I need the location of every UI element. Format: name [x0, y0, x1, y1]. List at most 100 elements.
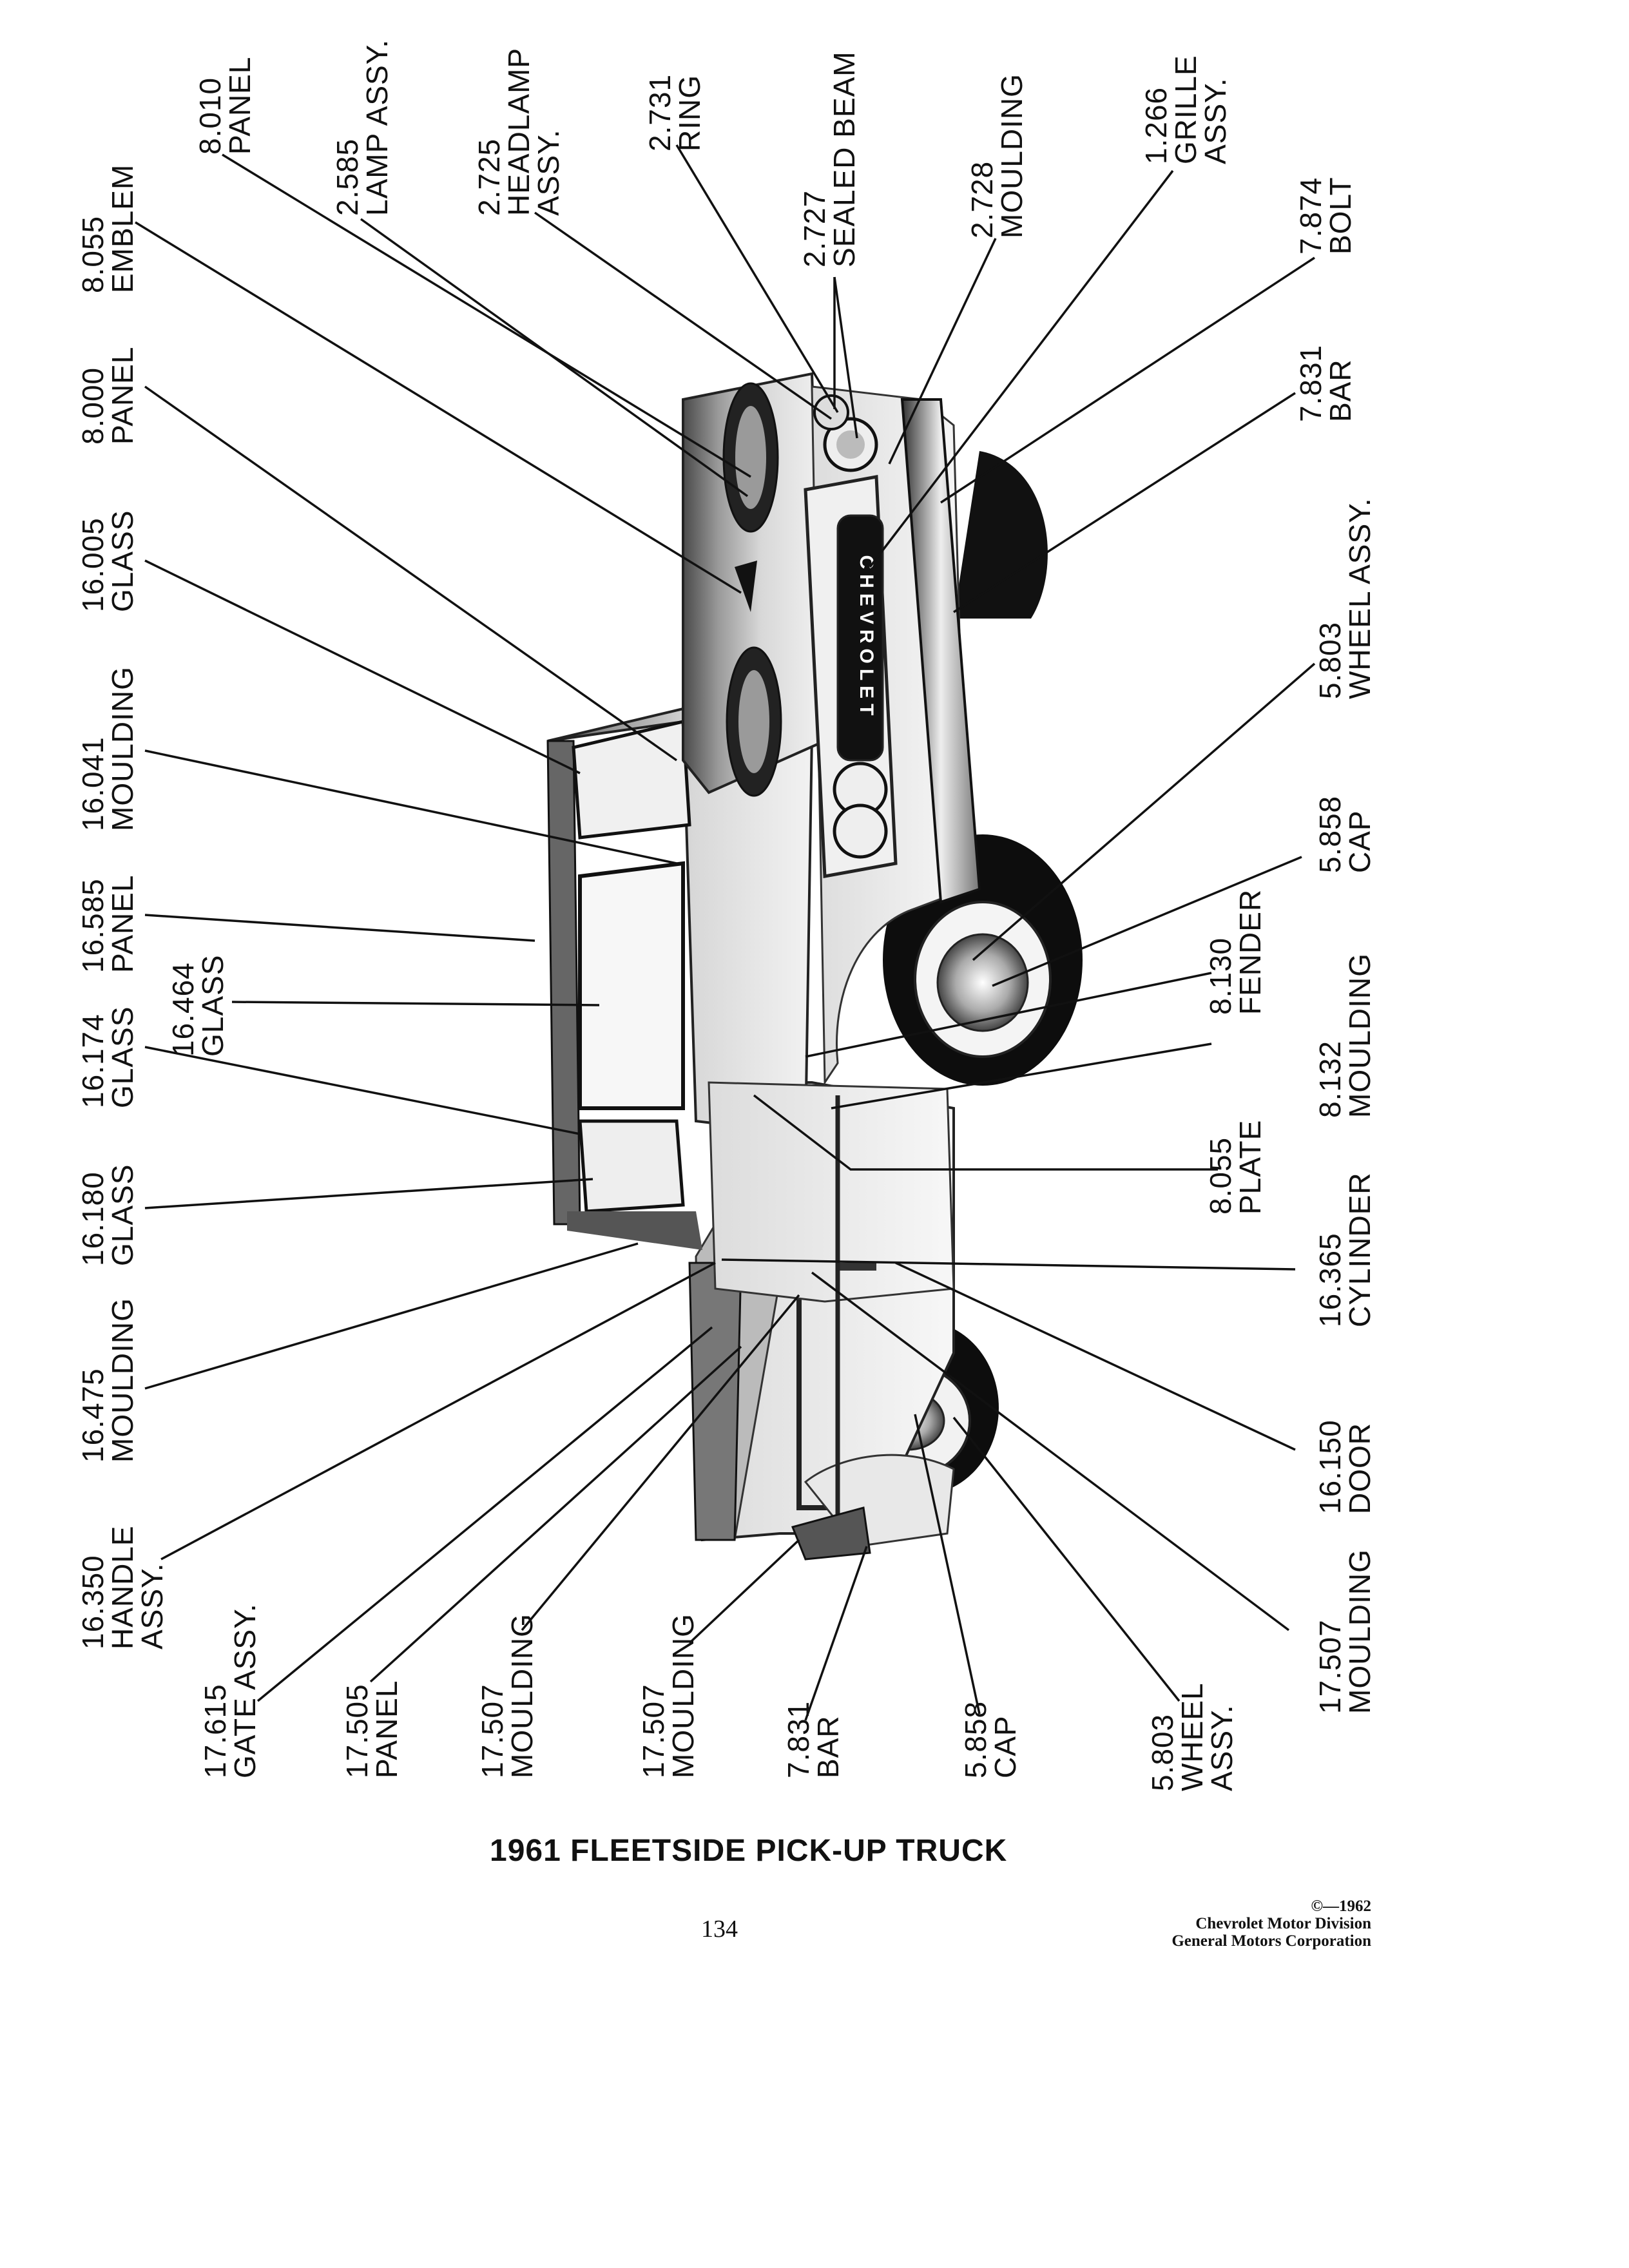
callout-number: 16.150 [1313, 1419, 1347, 1514]
copyright-corporation: General Motors Corporation [1171, 1932, 1371, 1950]
callout-number: 17.615 [198, 1684, 232, 1778]
callout-name: RING [673, 75, 706, 151]
callout-number: 8.000 [76, 367, 110, 445]
page-title: 1961 FLEETSIDE PICK-UP TRUCK [490, 1834, 1008, 1868]
leader-8-000 [144, 385, 678, 762]
callout-number: 16.475 [76, 1368, 110, 1463]
callout-7-831-top: 7.831 BAR [1294, 345, 1357, 422]
leader-8-010 [222, 153, 751, 478]
leader-8-132 [831, 1043, 1212, 1110]
callout-16-005: 16.005 GLASS [76, 510, 139, 612]
callout-number: 17.505 [340, 1684, 374, 1778]
callout-name: PANEL [370, 1680, 403, 1778]
callout-name: GLASS [106, 510, 139, 612]
leader-16-150 [895, 1262, 1296, 1451]
callout-number: 8.130 [1204, 937, 1237, 1015]
grille-lettering: CHEVROLET [856, 555, 877, 720]
callout-number: 7.874 [1294, 177, 1327, 255]
callout-17-615: 17.615 GATE ASSY. [198, 1603, 262, 1778]
callout-name: MOULDING [106, 1298, 139, 1463]
callout-name: CAP [1343, 810, 1376, 873]
callout-5-803-bottom: 5.803 WHEEL ASSY. [1146, 1682, 1239, 1791]
callout-name: PLATE [1233, 1120, 1267, 1215]
cab-roof [546, 740, 581, 1225]
leader-17-507-b [688, 1539, 800, 1644]
leader-2-585 [360, 218, 749, 497]
hood-pod-rear-lens [738, 670, 769, 773]
callout-7-874: 7.874 BOLT [1294, 177, 1357, 255]
leader-16-174 [144, 1046, 581, 1135]
cab-rear-pillar [567, 1211, 702, 1250]
callout-name: HEADLAMP [502, 48, 535, 216]
leader-8-055-plate [753, 1094, 1218, 1171]
callout-5-858-bottom: 5.858 CAP [959, 1701, 1022, 1778]
cab-door [708, 1081, 955, 1303]
callout-name: DOOR [1343, 1423, 1376, 1514]
callout-name: CAP [988, 1715, 1022, 1778]
callout-name: PANEL [106, 875, 139, 973]
callout-2-728: 2.728 MOULDING [965, 73, 1028, 238]
callout-16-180: 16.180 GLASS [76, 1164, 139, 1266]
callout-16-475: 16.475 MOULDING [76, 1298, 139, 1463]
callout-name: MOULDING [995, 73, 1028, 238]
callout-name: LAMP ASSY. [360, 39, 394, 216]
callout-2-585: 2.585 LAMP ASSY. [331, 39, 394, 216]
tailgate [688, 1262, 742, 1541]
leader-17-615 [256, 1326, 713, 1702]
leader-8-130 [805, 972, 1212, 1058]
copyright-line: ©—1962 [1311, 1898, 1371, 1915]
callout-name: GLASS [196, 955, 229, 1057]
leader-5-858-right [992, 856, 1302, 987]
callout-name: WHEEL [1175, 1682, 1209, 1791]
callout-17-507-b: 17.507 MOULDING [637, 1613, 700, 1778]
leader-7-874 [940, 256, 1315, 504]
callout-name: MOULDING [1343, 1549, 1376, 1714]
headlamp-upper-inner [813, 394, 849, 430]
leader-2-731 [675, 144, 839, 413]
page-number: 134 [701, 1916, 738, 1943]
leader-8-055-emblem [135, 221, 742, 594]
leader-16-365 [721, 1258, 1296, 1271]
callout-number: 7.831 [782, 1701, 815, 1778]
callout-number: 5.803 [1313, 622, 1347, 699]
callout-name: FENDER [1233, 889, 1267, 1015]
callout-17-507-a: 17.507 MOULDING [476, 1613, 539, 1778]
callout-16-464: 16.464 GLASS [166, 955, 229, 1057]
callout-name: MOULDING [505, 1613, 539, 1778]
callout-number: 16.005 [76, 517, 110, 612]
callout-8-130: 8.130 FENDER [1204, 889, 1267, 1015]
callout-name-line2: ASSY. [1199, 77, 1232, 164]
callout-16-174: 16.174 GLASS [76, 1006, 139, 1108]
copyright-block: ©—1962 Chevrolet Motor Division General … [1171, 1898, 1371, 1950]
callout-number: 2.727 [798, 190, 831, 267]
leader-16-350 [160, 1262, 716, 1561]
truck-illustration: CHEVROLET [546, 372, 1083, 1561]
callout-name: MOULDING [106, 666, 139, 831]
door-window [578, 861, 685, 1110]
leader-2-728 [888, 238, 997, 465]
callout-name: WHEEL ASSY. [1343, 497, 1376, 699]
leader-16-475 [144, 1242, 639, 1390]
callout-8-000: 8.000 PANEL [76, 347, 139, 445]
callout-number: 16.180 [76, 1171, 110, 1266]
callout-number: 8.010 [193, 77, 227, 155]
callout-number: 1.266 [1139, 87, 1173, 164]
leader-16-180 [144, 1178, 593, 1209]
callout-5-858-right: 5.858 CAP [1313, 796, 1376, 873]
hood-pod-front-lens [735, 406, 766, 509]
front-hub-cap [936, 933, 1029, 1032]
callout-number: 2.585 [331, 139, 364, 216]
leader-17-505 [369, 1345, 742, 1683]
callout-8-055-emblem: 8.055 EMBLEM [76, 164, 139, 293]
callout-8-132: 8.132 MOULDING [1313, 953, 1376, 1118]
leader-1-266 [869, 169, 1174, 568]
callout-number: 2.731 [643, 74, 677, 151]
callout-number: 16.365 [1313, 1233, 1347, 1327]
callout-number: 2.728 [965, 161, 999, 238]
callout-7-831-bottom: 7.831 BAR [782, 1701, 845, 1778]
callout-2-727: 2.727 SEALED BEAM [798, 51, 861, 267]
front-bumper [900, 398, 981, 904]
leader-5-858-bottom [914, 1414, 981, 1715]
callout-name: GLASS [106, 1164, 139, 1266]
